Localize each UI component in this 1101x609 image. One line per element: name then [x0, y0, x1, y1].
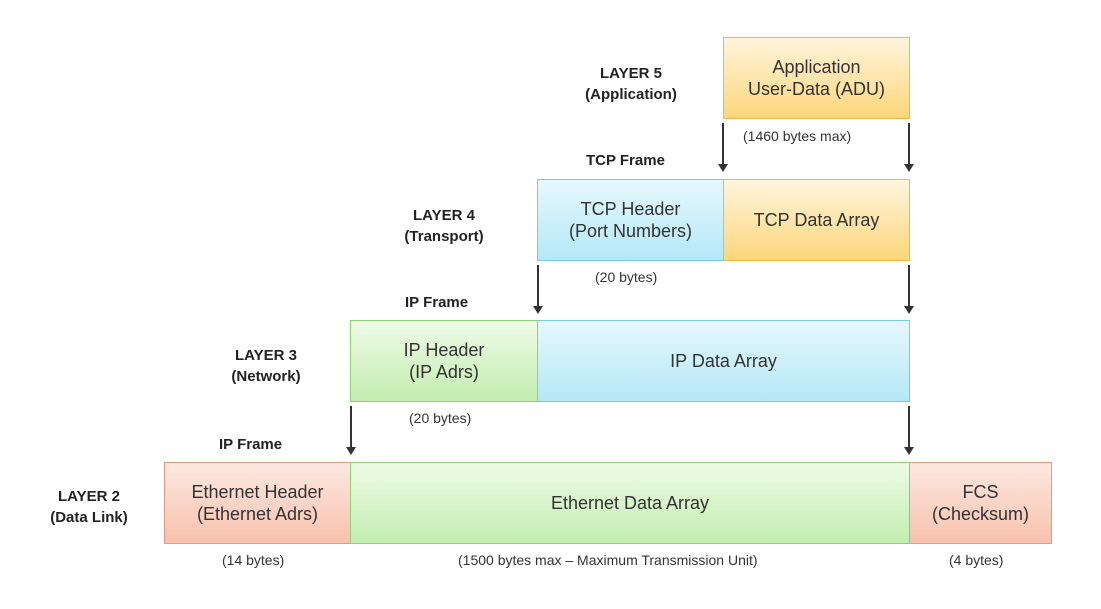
adu-size-note: (1460 bytes max)	[743, 128, 852, 144]
layer-3-label: LAYER 3 (Network)	[207, 345, 325, 387]
ip-header-box: IP Header (IP Adrs)	[350, 320, 538, 402]
layer-4-subtitle: (Transport)	[404, 228, 484, 245]
layer-2-label: LAYER 2 (Data Link)	[30, 486, 148, 528]
ethernet-header-box: Ethernet Header (Ethernet Adrs)	[164, 462, 351, 544]
tcp-frame-label: TCP Frame	[586, 152, 665, 169]
adu-line-1: Application	[772, 57, 861, 77]
ip-frame-label-network: IP Frame	[405, 294, 469, 311]
fcs-line-2: (Checksum)	[931, 504, 1029, 524]
ip-header-size-note: (20 bytes)	[409, 410, 472, 426]
tcp-header-line-2: (Port Numbers)	[568, 221, 693, 241]
ethernet-data-array-box: Ethernet Data Array	[350, 462, 910, 544]
layer-5-subtitle: (Application)	[585, 86, 677, 103]
layer-5-title: LAYER 5	[600, 65, 662, 82]
tcp-header-size-note: (20 bytes)	[595, 269, 658, 285]
adu-line-2: User-Data (ADU)	[747, 79, 885, 99]
ip-data-array-box: IP Data Array	[537, 320, 910, 402]
layer-2-subtitle: (Data Link)	[50, 509, 128, 526]
ethernet-header-size-note: (14 bytes)	[222, 552, 285, 568]
application-adu-box: Application User-Data (ADU)	[723, 37, 910, 119]
tcp-data-label: TCP Data Array	[753, 210, 880, 230]
tcp-header-line-1: TCP Header	[580, 199, 681, 219]
fcs-size-note: (4 bytes)	[949, 552, 1004, 568]
arrow-tcp-left	[533, 265, 543, 314]
fcs-box: FCS (Checksum)	[909, 462, 1052, 544]
ip-data-label: IP Data Array	[670, 351, 777, 371]
layer-3-subtitle: (Network)	[231, 368, 301, 385]
ip-header-line-1: IP Header	[403, 340, 485, 360]
arrow-ip-left	[346, 406, 356, 455]
arrow-adu-right	[904, 123, 914, 172]
arrow-adu-left	[718, 123, 728, 172]
layer-4-label: LAYER 4 (Transport)	[385, 205, 503, 247]
layer-5-label: LAYER 5 (Application)	[572, 63, 690, 105]
ip-frame-label-datalink: IP Frame	[219, 436, 283, 453]
arrow-ip-right	[904, 406, 914, 455]
ethernet-header-line-1: Ethernet Header	[191, 482, 324, 502]
tcp-header-box: TCP Header (Port Numbers)	[537, 179, 724, 261]
ethernet-data-label: Ethernet Data Array	[550, 493, 710, 513]
fcs-line-1: FCS	[962, 482, 999, 502]
layer-4-title: LAYER 4	[413, 207, 475, 224]
layer-3-title: LAYER 3	[235, 347, 297, 364]
ip-header-line-2: (IP Adrs)	[409, 362, 479, 382]
tcp-data-array-box: TCP Data Array	[723, 179, 910, 261]
arrow-tcp-right	[904, 265, 914, 314]
layer-2-title: LAYER 2	[58, 488, 120, 505]
ethernet-header-line-2: (Ethernet Adrs)	[196, 504, 319, 524]
ethernet-data-size-note: (1500 bytes max – Maximum Transmission U…	[458, 552, 758, 568]
